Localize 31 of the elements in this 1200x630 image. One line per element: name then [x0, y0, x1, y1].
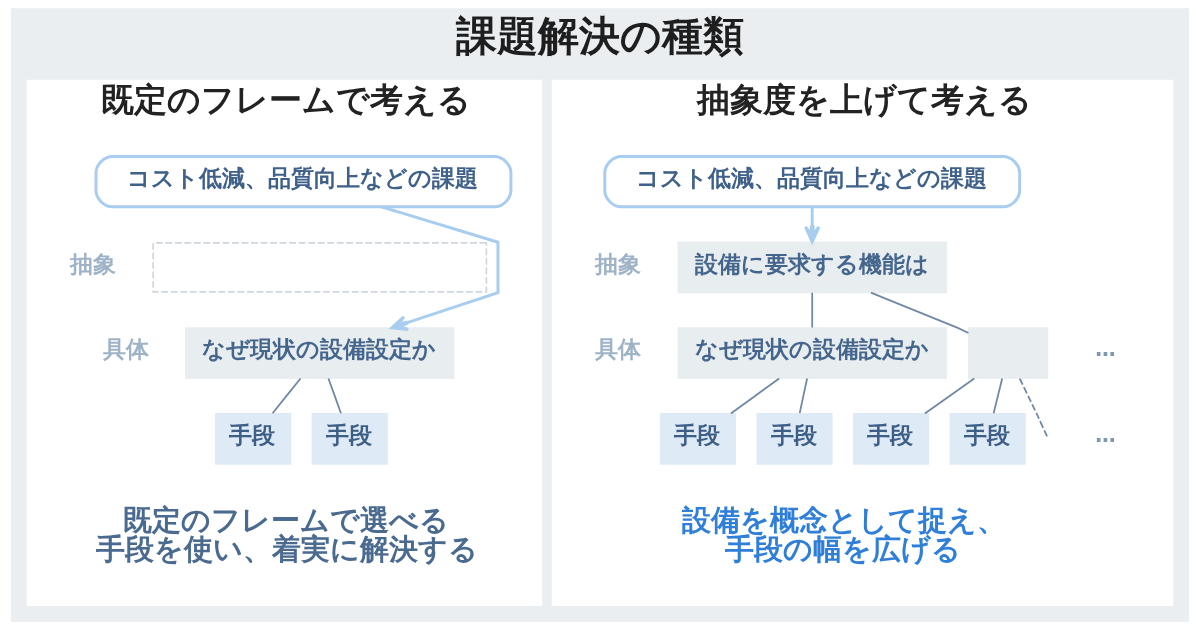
- node-box: 手段: [756, 412, 833, 465]
- connector: [923, 377, 976, 415]
- connector: [811, 291, 814, 329]
- node-box: コスト低減、品質向上などの課題: [603, 155, 1022, 209]
- label: 抽象: [70, 250, 117, 277]
- diagram-title: 課題解決の種類: [456, 12, 745, 61]
- node-box: 手段: [949, 412, 1026, 465]
- node-box: [152, 242, 488, 293]
- connector: [992, 377, 1004, 415]
- node-box: 手段: [659, 412, 737, 465]
- label: …: [1095, 423, 1116, 448]
- node-box: 手段: [853, 412, 930, 465]
- node-box: [967, 327, 1049, 379]
- label: 抽象: [595, 250, 642, 277]
- connector: [327, 377, 342, 415]
- node-box: 手段: [215, 412, 292, 465]
- arrow: [803, 207, 821, 244]
- node-box: 手段: [311, 412, 388, 465]
- connector: [1018, 377, 1049, 439]
- arrow: [381, 205, 500, 331]
- node-box: コスト低減、品質向上などの課題: [94, 155, 513, 209]
- node-box: なぜ現状の設備設定か: [185, 327, 455, 379]
- label: 具体: [102, 336, 149, 363]
- connector: [271, 377, 302, 415]
- connector: [730, 377, 781, 415]
- label: 具体: [595, 336, 642, 363]
- connector: [870, 291, 970, 334]
- connector: [798, 377, 808, 415]
- node-box: なぜ現状の設備設定か: [677, 327, 947, 379]
- node-box: 設備に要求する機能は: [677, 241, 947, 294]
- label: …: [1095, 337, 1116, 362]
